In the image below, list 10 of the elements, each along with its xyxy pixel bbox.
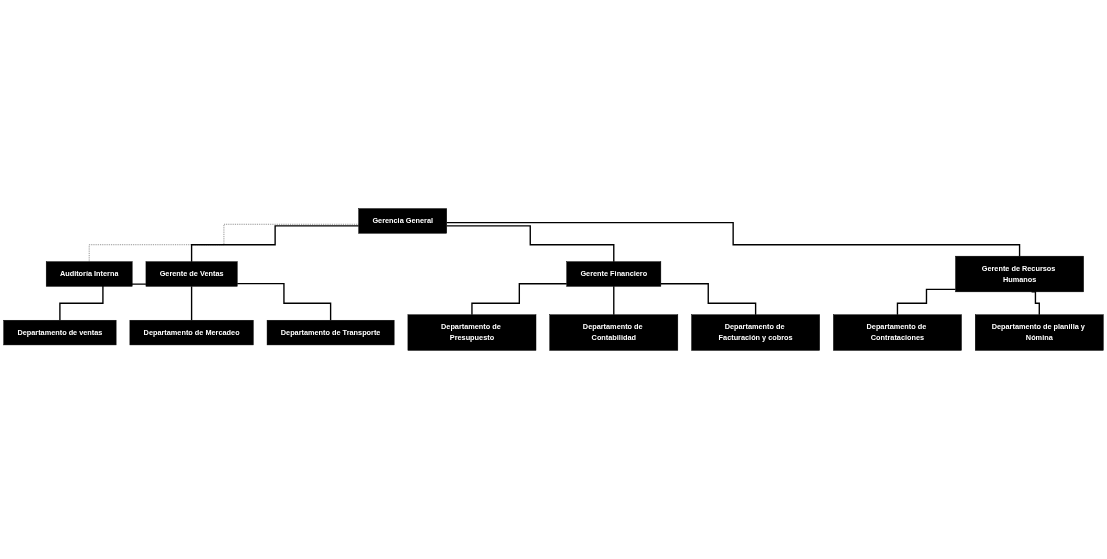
connector	[446, 225, 615, 263]
connector	[88, 223, 360, 263]
connector	[660, 283, 757, 316]
connector	[896, 288, 957, 316]
connector	[471, 283, 568, 316]
connector	[613, 285, 615, 316]
connector	[236, 282, 332, 321]
connector	[446, 221, 1021, 257]
connector	[190, 285, 193, 321]
connector	[190, 225, 360, 263]
